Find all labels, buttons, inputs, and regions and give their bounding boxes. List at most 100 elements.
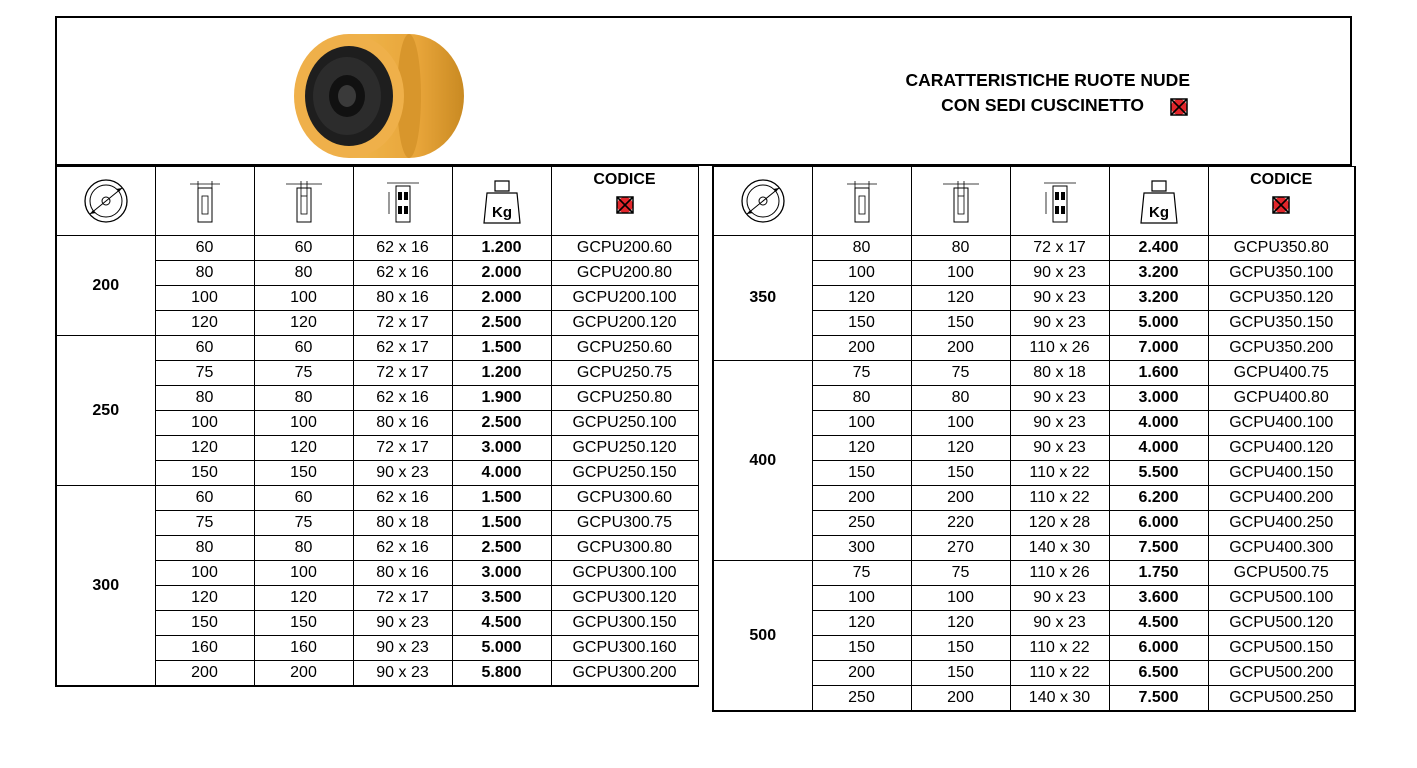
bearing-seat-cell: 72 x 17	[352, 310, 453, 336]
bearing-seat-cell: 80 x 16	[352, 560, 453, 586]
load-cell: 2.000	[451, 285, 552, 311]
bearing-seat-cell: 62 x 16	[352, 485, 453, 511]
hub-length-cell: 75	[253, 360, 354, 386]
load-cell: 6.200	[1108, 485, 1209, 511]
hub-length-cell: 200	[910, 335, 1011, 361]
tread-width-cell: 150	[154, 610, 255, 636]
tread-width-cell: 80	[811, 385, 912, 411]
tread-width-cell: 60	[154, 235, 255, 261]
tread-width-icon	[189, 181, 220, 223]
code-cell: GCPU400.250	[1207, 510, 1356, 536]
load-cell: 2.400	[1108, 235, 1209, 261]
tread-width-cell: 250	[811, 510, 912, 536]
header-cell	[1009, 166, 1110, 236]
code-cell: GCPU350.100	[1207, 260, 1356, 286]
code-cell: GCPU300.60	[550, 485, 699, 511]
bearing-seat-cell: 62 x 16	[352, 385, 453, 411]
hub-length-cell: 200	[910, 485, 1011, 511]
code-cell: GCPU250.100	[550, 410, 699, 436]
tread-width-cell: 120	[154, 585, 255, 611]
tread-width-cell: 60	[154, 335, 255, 361]
code-cell: GCPU250.80	[550, 385, 699, 411]
hub-length-cell: 100	[253, 560, 354, 586]
hub-length-cell: 150	[910, 660, 1011, 686]
code-cell: GCPU350.200	[1207, 335, 1356, 361]
title-line-1: CARATTERISTICHE RUOTE NUDE	[905, 70, 1190, 90]
bearing-seat-cell: 110 x 22	[1009, 660, 1110, 686]
bearing-seat-cell: 90 x 23	[1009, 285, 1110, 311]
hub-length-cell: 150	[253, 460, 354, 486]
bearing-seat-icon	[1043, 182, 1076, 223]
hub-length-cell: 75	[253, 510, 354, 536]
code-cell: GCPU200.100	[550, 285, 699, 311]
code-cell: GCPU400.300	[1207, 535, 1356, 561]
code-cell: GCPU350.80	[1207, 235, 1356, 261]
code-cell: GCPU400.120	[1207, 435, 1356, 461]
code-cell: GCPU250.75	[550, 360, 699, 386]
tread-width-cell: 100	[154, 410, 255, 436]
hub-length-cell: 120	[910, 435, 1011, 461]
tread-width-icon	[846, 181, 877, 223]
hub-length-cell: 100	[910, 260, 1011, 286]
load-cell: 1.500	[451, 335, 552, 361]
code-cell: GCPU350.150	[1207, 310, 1356, 336]
hub-length-cell: 200	[253, 660, 354, 687]
bearing-seat-cell: 80 x 18	[1009, 360, 1110, 386]
hub-length-cell: 80	[910, 235, 1011, 261]
load-cell: 7.500	[1108, 535, 1209, 561]
bearing-seat-cell: 72 x 17	[352, 435, 453, 461]
load-cell: 2.000	[451, 260, 552, 286]
load-cell: 3.200	[1108, 260, 1209, 286]
bearing-seat-cell: 110 x 22	[1009, 460, 1110, 486]
code-cell: GCPU300.200	[550, 660, 699, 687]
hub-length-cell: 150	[910, 460, 1011, 486]
bearing-seat-cell: 140 x 30	[1009, 535, 1110, 561]
code-cell: GCPU350.120	[1207, 285, 1356, 311]
load-cell: 4.000	[451, 460, 552, 486]
header-cell	[352, 166, 453, 236]
tread-width-cell: 75	[811, 360, 912, 386]
hub-length-icon	[942, 181, 979, 223]
bearing-seat-cell: 110 x 26	[1009, 560, 1110, 586]
code-cell: GCPU300.120	[550, 585, 699, 611]
load-cell: 5.500	[1108, 460, 1209, 486]
kg-label: Kg	[1149, 204, 1169, 221]
header-cell	[55, 166, 156, 236]
code-cell: GCPU300.150	[550, 610, 699, 636]
hub-length-cell: 60	[253, 335, 354, 361]
bearing-seat-cell: 72 x 17	[352, 360, 453, 386]
code-cell: GCPU400.150	[1207, 460, 1356, 486]
diameter-group-cell: 400	[712, 360, 813, 561]
load-cell: 3.000	[451, 435, 552, 461]
code-cell: GCPU200.120	[550, 310, 699, 336]
tread-width-cell: 75	[811, 560, 912, 586]
header-cell	[154, 166, 255, 236]
tread-width-cell: 150	[811, 460, 912, 486]
bearing-seat-cell: 90 x 23	[1009, 410, 1110, 436]
load-cell: 4.000	[1108, 410, 1209, 436]
bearing-seat-cell: 90 x 23	[1009, 260, 1110, 286]
diameter-group-cell: 350	[712, 235, 813, 361]
code-cell: GCPU500.75	[1207, 560, 1356, 586]
hub-length-cell: 150	[910, 635, 1011, 661]
load-cell: 7.000	[1108, 335, 1209, 361]
hub-length-cell: 80	[910, 385, 1011, 411]
hub-length-cell: 120	[253, 310, 354, 336]
code-cell: GCPU300.100	[550, 560, 699, 586]
code-cell: GCPU500.200	[1207, 660, 1356, 686]
code-cell: GCPU400.200	[1207, 485, 1356, 511]
